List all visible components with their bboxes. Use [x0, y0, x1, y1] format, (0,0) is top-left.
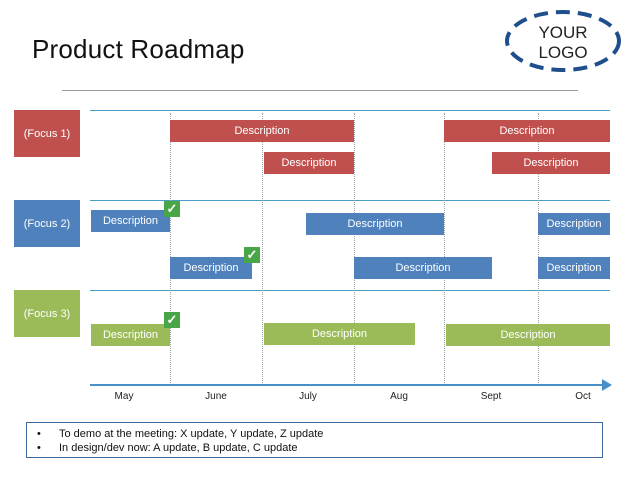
timeline-axis	[90, 384, 604, 386]
logo-ellipse-outline	[505, 10, 621, 72]
logo-text-line1: YOUR	[538, 23, 588, 42]
bullet: •	[37, 442, 41, 454]
roadmap-bar[interactable]: Description	[446, 324, 610, 346]
month-label: July	[299, 391, 317, 402]
notes-box: • To demo at the meeting: X update, Y up…	[26, 422, 603, 458]
note-text: To demo at the meeting: X update, Y upda…	[59, 428, 324, 440]
roadmap-bar[interactable]: Description	[264, 323, 415, 345]
roadmap-bar[interactable]: Description	[538, 257, 610, 279]
month-divider	[170, 113, 171, 385]
checkmark-icon: ✓	[164, 312, 180, 328]
note-text: In design/dev now: A update, B update, C…	[59, 442, 298, 454]
grid-line-focus3	[90, 290, 610, 291]
timeline-arrow-icon	[602, 379, 612, 391]
focus-1-label: (Focus 1)	[14, 110, 80, 157]
month-label: June	[205, 391, 227, 402]
roadmap-bar[interactable]: Description	[170, 257, 252, 279]
month-divider	[262, 113, 263, 385]
month-label: Aug	[390, 391, 408, 402]
roadmap-bar[interactable]: Description	[354, 257, 492, 279]
roadmap-bar[interactable]: Description	[91, 210, 170, 232]
grid-line-focus2	[90, 200, 610, 201]
focus-2-label: (Focus 2)	[14, 200, 80, 247]
note-item: • To demo at the meeting: X update, Y up…	[37, 427, 602, 441]
month-label: Sept	[480, 391, 502, 402]
title-divider	[62, 90, 578, 91]
logo-text-line2: LOGO	[538, 43, 588, 62]
month-divider	[354, 113, 355, 385]
month-divider	[538, 113, 539, 385]
month-label: Oct	[575, 391, 591, 402]
month-label: May	[114, 391, 134, 402]
roadmap-bar[interactable]: Description	[264, 152, 354, 174]
logo: YOUR LOGO	[504, 9, 622, 73]
roadmap-bar[interactable]: Description	[538, 213, 610, 235]
roadmap-bar[interactable]: Description	[170, 120, 354, 142]
checkmark-icon: ✓	[164, 201, 180, 217]
bullet: •	[37, 428, 41, 440]
roadmap-bar[interactable]: Description	[91, 324, 170, 346]
page-title: Product Roadmap	[32, 34, 245, 64]
checkmark-icon: ✓	[244, 247, 260, 263]
note-item: • In design/dev now: A update, B update,…	[37, 441, 602, 455]
month-divider	[444, 113, 445, 385]
roadmap-bar[interactable]: Description	[492, 152, 610, 174]
roadmap-bar[interactable]: Description	[444, 120, 610, 142]
roadmap-bar[interactable]: Description	[306, 213, 444, 235]
focus-3-label: (Focus 3)	[14, 290, 80, 337]
grid-line-top	[90, 110, 610, 111]
